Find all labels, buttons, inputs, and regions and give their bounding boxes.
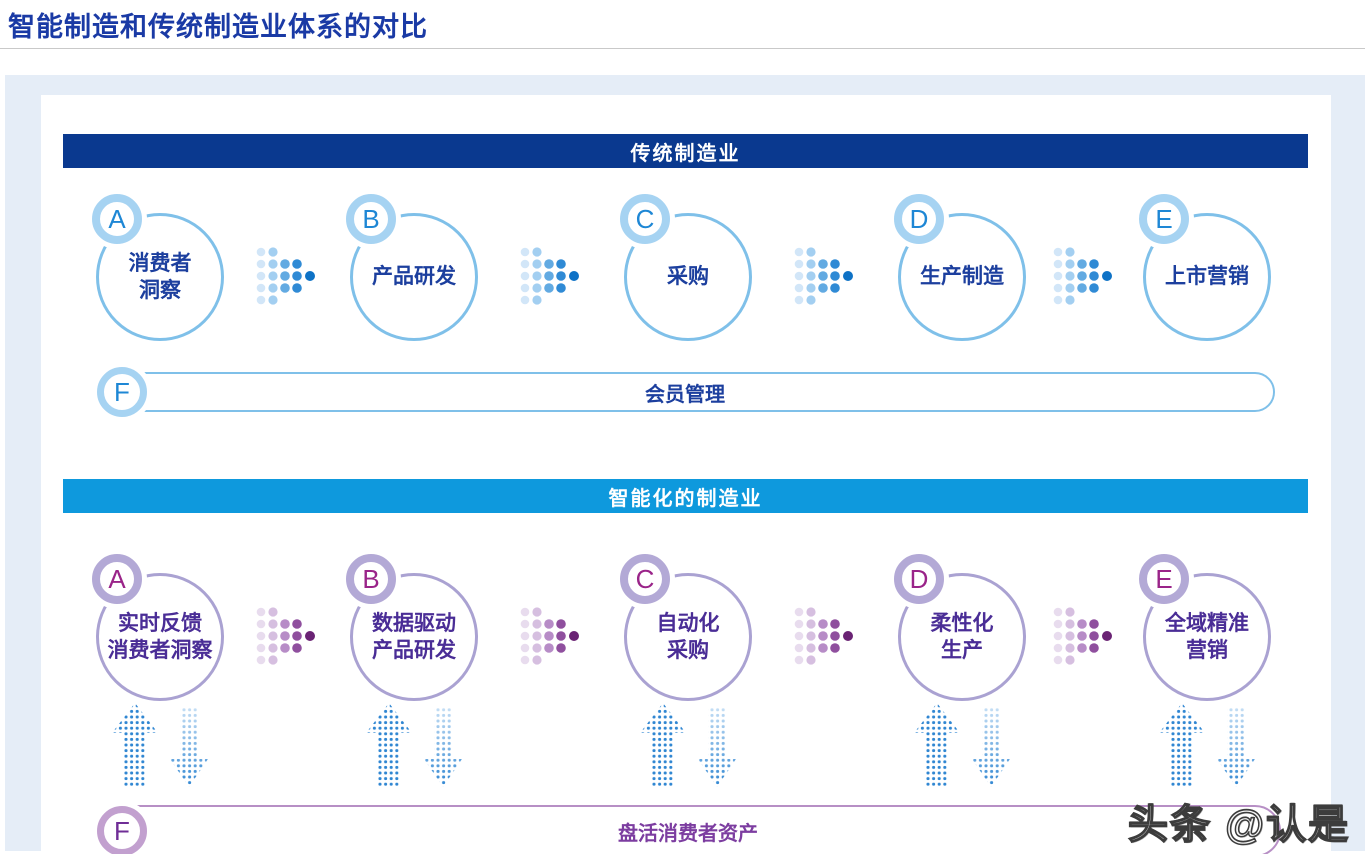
stage-circle: 自动化 采购 xyxy=(624,573,752,701)
stage-traditional-a: A 消费者 洞察 xyxy=(92,194,224,341)
stage-letter: A xyxy=(108,563,126,594)
up-arrow-icon xyxy=(112,703,158,787)
stage-letter: E xyxy=(1155,563,1173,594)
stage-label: 采购 xyxy=(667,265,709,289)
up-arrow-icon xyxy=(640,703,686,787)
stage-traditional-c: C 采购 xyxy=(620,194,752,341)
flow-arrow-icon xyxy=(256,607,315,665)
stage-letter-badge: F xyxy=(97,367,147,417)
smart-footer-pill: F 盘活消费者资产 xyxy=(95,805,1281,854)
stage-letter-badge: D xyxy=(894,194,944,244)
flow-arrow-icon xyxy=(794,607,853,665)
stage-letter: F xyxy=(114,815,130,846)
stage-letter-badge: A xyxy=(92,194,142,244)
traditional-footer-label: 会员管理 xyxy=(645,383,725,406)
stage-smart-b: B 数据驱动 产品研发 xyxy=(346,554,478,701)
down-arrow-icon xyxy=(170,707,208,787)
flow-arrow-icon xyxy=(520,607,579,665)
stage-label: 柔性化 生产 xyxy=(930,611,994,662)
feedback-arrows-icon xyxy=(912,703,1012,789)
stage-letter: B xyxy=(362,563,380,594)
stage-traditional-e: E 上市营销 xyxy=(1139,194,1271,341)
down-arrow-icon xyxy=(972,707,1010,787)
traditional-footer-pill: F 会员管理 xyxy=(95,367,1275,417)
stage-letter-badge: B xyxy=(346,554,396,604)
stage-letter: A xyxy=(108,203,126,234)
stage-label: 产品研发 xyxy=(372,265,456,289)
flow-arrow-icon xyxy=(794,247,853,305)
stage-traditional-b: B 产品研发 xyxy=(346,194,478,341)
flow-arrow-icon xyxy=(1053,607,1112,665)
stage-letter: D xyxy=(909,203,929,234)
stage-circle: 柔性化 生产 xyxy=(898,573,1026,701)
stage-letter-badge: C xyxy=(620,554,670,604)
feedback-arrows-icon xyxy=(110,703,210,789)
feedback-arrows-icon xyxy=(1157,703,1257,789)
stage-letter-badge: B xyxy=(346,194,396,244)
feedback-arrows-icon xyxy=(638,703,738,789)
stage-circle: 产品研发 xyxy=(350,213,478,341)
smart-footer-label: 盘活消费者资产 xyxy=(618,822,758,845)
stage-label: 自动化 采购 xyxy=(656,611,720,662)
stage-smart-c: C 自动化 采购 xyxy=(620,554,752,701)
stage-letter-badge: F xyxy=(97,806,147,854)
flow-arrow-icon xyxy=(520,247,579,305)
watermark: 头条 @认是 xyxy=(1127,802,1351,848)
stage-letter: B xyxy=(362,203,380,234)
diagram-card: 传统制造业 A 消费者 洞察 B 产品研发 C 采购 D 生产制造 E 上市营销 xyxy=(41,95,1331,854)
stage-letter-badge: D xyxy=(894,554,944,604)
stage-circle: 数据驱动 产品研发 xyxy=(350,573,478,701)
feedback-arrows-icon xyxy=(364,703,464,789)
stage-letter-badge: C xyxy=(620,194,670,244)
flow-arrow-icon xyxy=(1053,247,1112,305)
stage-label: 生产制造 xyxy=(920,265,1004,289)
down-arrow-icon xyxy=(1217,707,1255,787)
stage-traditional-d: D 生产制造 xyxy=(894,194,1026,341)
stage-smart-a: A 实时反馈 消费者洞察 xyxy=(92,554,224,701)
stage-letter: C xyxy=(635,203,655,234)
smart-section-header: 智能化的制造业 xyxy=(63,479,1308,513)
stage-label: 全域精准 营销 xyxy=(1165,611,1249,662)
traditional-section-header: 传统制造业 xyxy=(63,134,1308,168)
stage-letter: E xyxy=(1155,203,1173,234)
up-arrow-icon xyxy=(1159,703,1205,787)
stage-letter-badge: A xyxy=(92,554,142,604)
traditional-header-label: 传统制造业 xyxy=(630,142,741,165)
flow-arrow-icon xyxy=(256,247,315,305)
smart-header-label: 智能化的制造业 xyxy=(608,487,763,510)
stage-label: 数据驱动 产品研发 xyxy=(372,611,456,662)
stage-label: 上市营销 xyxy=(1165,265,1249,289)
stage-smart-d: D 柔性化 生产 xyxy=(894,554,1026,701)
title-divider xyxy=(0,48,1365,49)
stage-letter: F xyxy=(114,376,130,407)
page-title: 智能制造和传统制造业体系的对比 xyxy=(8,12,428,42)
stage-smart-e: E 全域精准 营销 xyxy=(1139,554,1271,701)
stage-letter: D xyxy=(909,563,929,594)
up-arrow-icon xyxy=(366,703,412,787)
stage-letter-badge: E xyxy=(1139,194,1189,244)
stage-label: 实时反馈 消费者洞察 xyxy=(107,611,213,662)
stage-label: 消费者 洞察 xyxy=(128,251,192,302)
stage-letter-badge: E xyxy=(1139,554,1189,604)
down-arrow-icon xyxy=(698,707,736,787)
up-arrow-icon xyxy=(914,703,960,787)
stage-letter: C xyxy=(635,563,655,594)
down-arrow-icon xyxy=(424,707,462,787)
